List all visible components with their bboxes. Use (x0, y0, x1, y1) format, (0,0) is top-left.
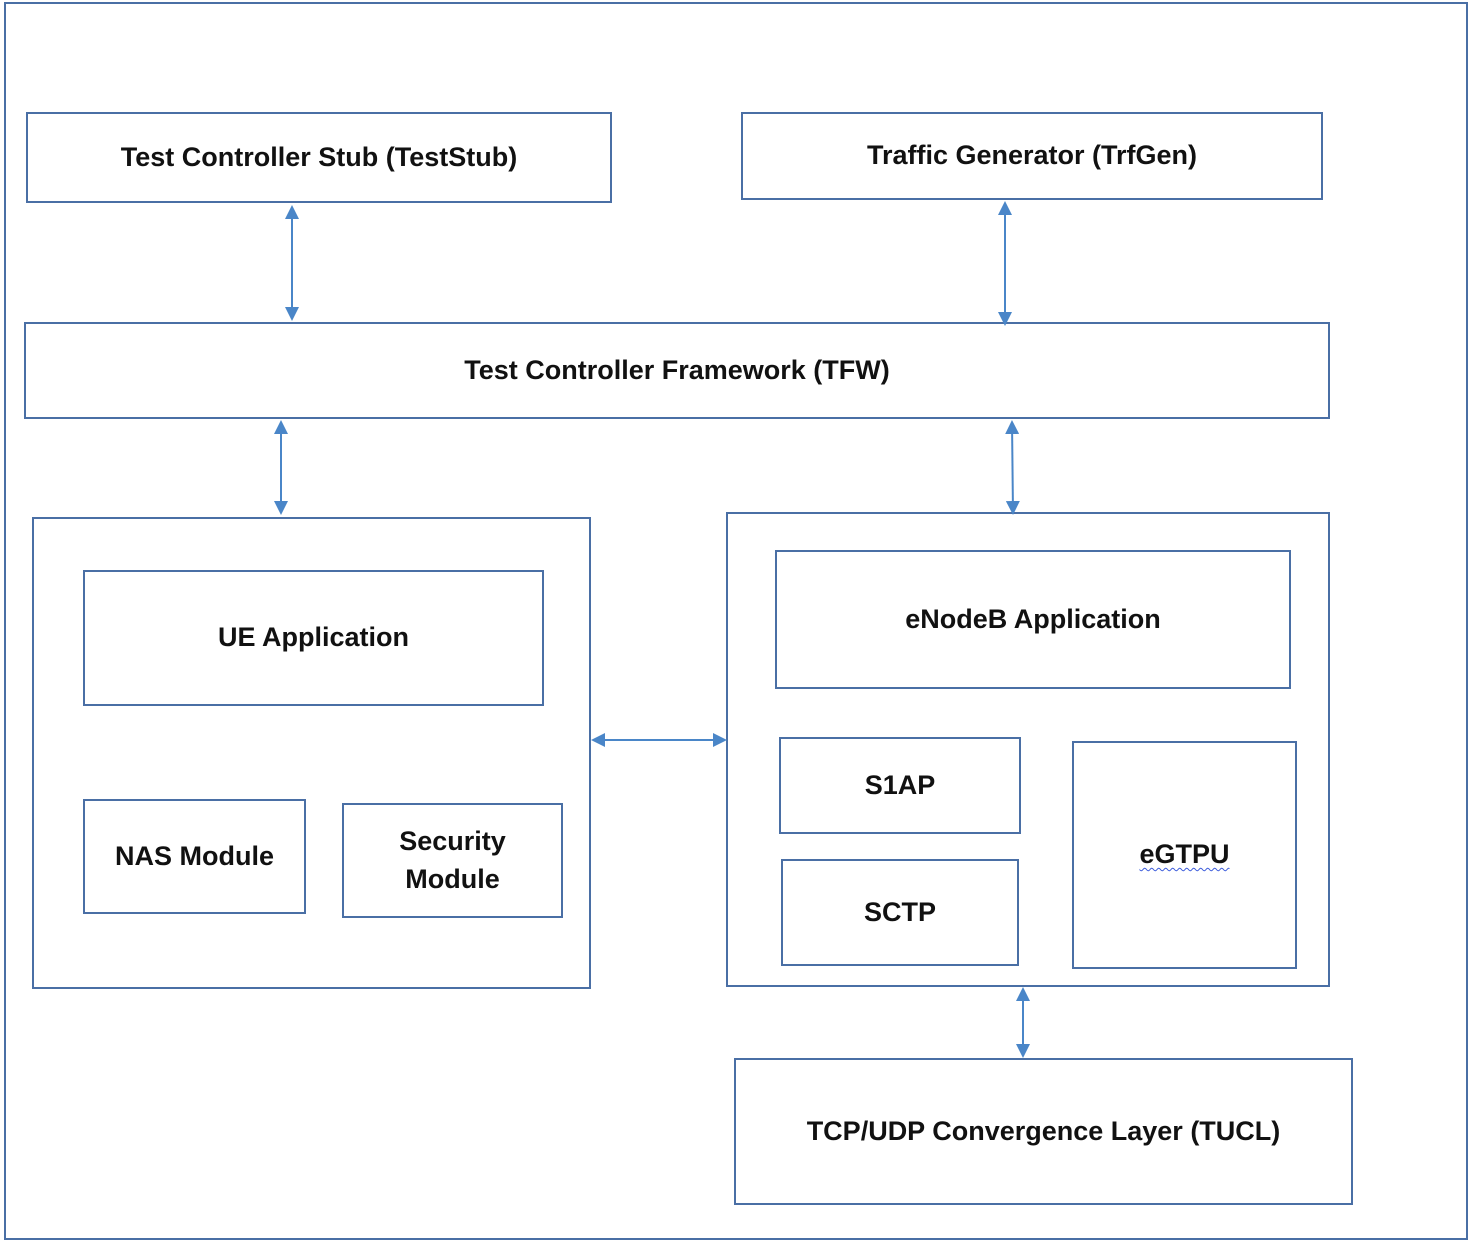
security-module-box: Security Module (342, 803, 563, 918)
security-module-label-line1: Security (399, 825, 506, 856)
arrow-tfw-enodeb (1005, 420, 1020, 515)
egtpu-label: eGTPU (1139, 839, 1230, 870)
enodeb-application-box: eNodeB Application (775, 550, 1291, 689)
tucl-box: TCP/UDP Convergence Layer (TUCL) (734, 1058, 1353, 1205)
ue-container (32, 517, 591, 989)
enodeb-container (726, 512, 1330, 987)
s1ap-box: S1AP (779, 737, 1021, 834)
ue-application-box: UE Application (83, 570, 544, 706)
teststub-label: Test Controller Stub (TestStub) (120, 141, 518, 172)
diagram-frame (4, 2, 1468, 1240)
nas-module-box: NAS Module (83, 799, 306, 914)
trfgen-label: Traffic Generator (TrfGen) (866, 140, 1198, 171)
s1ap-label: S1AP (864, 769, 936, 800)
tfw-label: Test Controller Framework (TFW) (464, 354, 890, 385)
teststub-box: Test Controller Stub (TestStub) (26, 112, 612, 203)
nas-module-label: NAS Module (115, 840, 274, 871)
tucl-label: TCP/UDP Convergence Layer (TUCL) (806, 1115, 1281, 1146)
trfgen-box: Traffic Generator (TrfGen) (741, 112, 1323, 200)
sctp-box: SCTP (781, 859, 1019, 966)
sctp-label: SCTP (863, 896, 936, 927)
enodeb-application-label: eNodeB Application (905, 603, 1161, 634)
security-module-label-line2: Module (405, 863, 500, 894)
tfw-box: Test Controller Framework (TFW) (24, 322, 1330, 419)
egtpu-box: eGTPU (1072, 741, 1297, 969)
ue-application-label: UE Application (217, 622, 409, 653)
